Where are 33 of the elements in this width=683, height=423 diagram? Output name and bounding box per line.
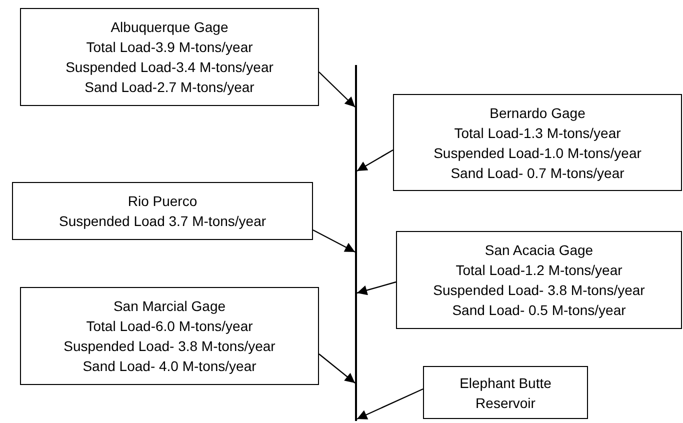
arrow [312,229,356,253]
gage-box [20,287,319,385]
load-text: Suspended Load-1.0 M-tons/year [434,144,642,162]
arrow [318,72,356,108]
load-text: Sand Load- 4.0 M-tons/year [82,357,256,376]
load-text: Suspended Load- 3.8 M-tons/year [433,281,645,300]
arrow [318,354,356,384]
arrow [356,149,394,172]
gage-box [393,94,682,191]
load-text: Sand Load- 0.5 M-tons/year [452,301,626,320]
gage-box [396,231,682,329]
box-heading: San Marcial Gage [113,297,226,316]
load-text: Sand Load- 0.7 M-tons/year [450,164,624,182]
load-text: Suspended Load- 3.8 M-tons/year [64,337,276,356]
load-text: Sand Load-2.7 M-tons/year [84,78,254,97]
box-heading: Albuquerque Gage [110,18,228,37]
box-heading: Bernardo Gage [490,104,586,122]
load-text: Total Load-1.3 M-tons/year [454,124,621,142]
arrow [356,388,424,420]
box-heading: Elephant Butte [460,374,552,392]
arrow [356,281,396,296]
load-text: Suspended Load 3.7 M-tons/year [58,212,266,231]
load-text: Total Load-3.9 M-tons/year [86,38,253,57]
box-heading: Rio Puerco [128,192,198,211]
gage-box [12,182,313,240]
box-heading: San Acacia Gage [484,241,594,260]
load-text: Total Load-1.2 M-tons/year [456,261,622,280]
gage-box [423,366,588,419]
load-text: Total Load-6.0 M-tons/year [86,317,253,336]
river-line [355,65,357,421]
load-text: Suspended Load-3.4 M-tons/year [66,58,274,77]
gage-box [20,8,319,106]
load-text: Reservoir [476,394,536,412]
